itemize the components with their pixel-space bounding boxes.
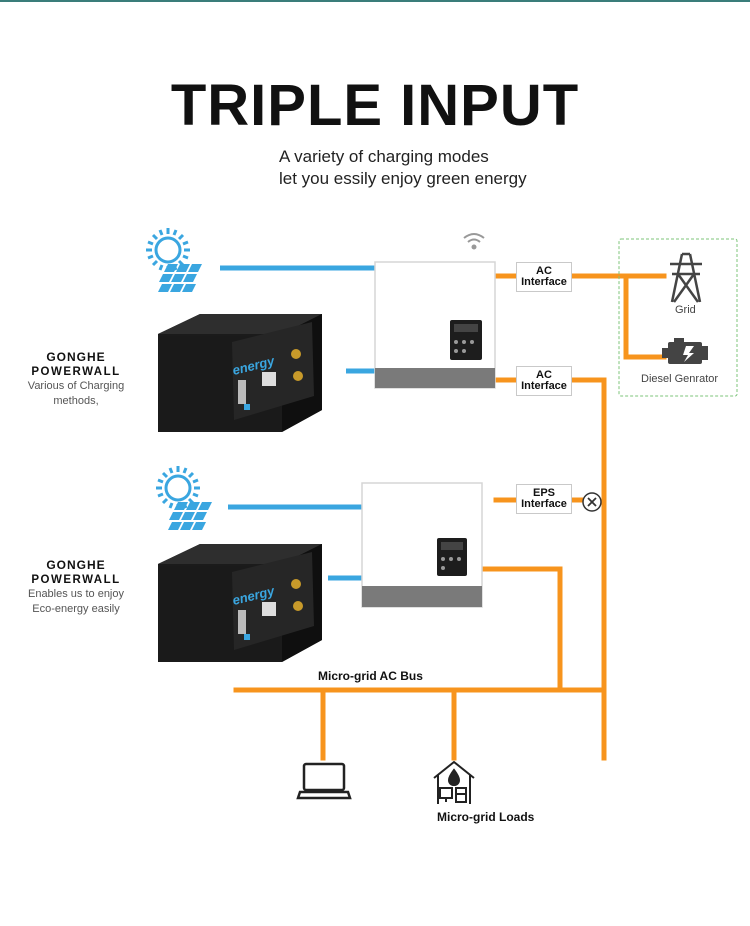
solar-lines <box>220 265 378 581</box>
interface-line-1: AC <box>536 369 552 381</box>
inverter-2 <box>361 482 483 608</box>
grid-tower-icon <box>670 252 702 303</box>
description-line-1: Various of Charging <box>27 380 125 392</box>
brand-line-2: POWERWALL <box>31 366 121 378</box>
description-line-2: methods, <box>53 395 99 407</box>
interface-line-1: AC <box>536 265 552 277</box>
engine-icon <box>662 338 708 364</box>
sun-icon <box>146 228 190 272</box>
solar-panel-icon <box>158 264 202 292</box>
inverter-1 <box>374 261 496 389</box>
micro-grid-loads-label: Micro-grid Loads <box>437 810 535 824</box>
interface-line-2: Interface <box>521 498 567 510</box>
brand-line-1: GONGHE <box>46 558 106 572</box>
laptop-icon <box>296 762 352 800</box>
brand-line-2: POWERWALL <box>31 574 121 586</box>
description-line-2: Eco-energy easily <box>32 603 120 615</box>
subtitle: A variety of charging modes let you essi… <box>279 146 527 190</box>
page-title: TRIPLE INPUT <box>170 73 580 138</box>
ac-interface-bottom: AC Interface <box>516 366 572 396</box>
external-sources-box <box>618 238 738 397</box>
interface-line-1: EPS <box>532 487 555 499</box>
battery-rack-2 <box>158 544 322 662</box>
micro-grid-bus-label: Micro-grid AC Bus <box>318 669 423 683</box>
interface-line-2: Interface <box>521 276 567 288</box>
wifi-icon <box>463 233 485 250</box>
diesel-generator-label: Diesel Genrator <box>641 373 719 385</box>
ac-interface-top: AC Interface <box>516 262 572 292</box>
close-icon <box>582 492 602 512</box>
interface-line-2: Interface <box>521 380 567 392</box>
subtitle-line-1: A variety of charging modes <box>279 147 489 166</box>
description-line-1: Enables us to enjoy <box>27 588 124 600</box>
ac-lines <box>233 273 667 761</box>
battery-rack-1 <box>158 314 322 432</box>
subtitle-line-2: let you essily enjoy green energy <box>279 169 527 188</box>
solar-panel-icon <box>168 502 212 530</box>
powerwall-label-1: GONGHE POWERWALL Various of Charging met… <box>16 350 136 408</box>
house-appliance-icon <box>433 760 475 804</box>
eps-interface: EPS Interface <box>516 484 572 514</box>
grid-label: Grid <box>675 304 696 316</box>
top-border <box>0 0 750 2</box>
powerwall-label-2: GONGHE POWERWALL Enables us to enjoy Eco… <box>16 558 136 616</box>
sun-icon <box>156 466 200 510</box>
brand-line-1: GONGHE <box>46 350 106 364</box>
